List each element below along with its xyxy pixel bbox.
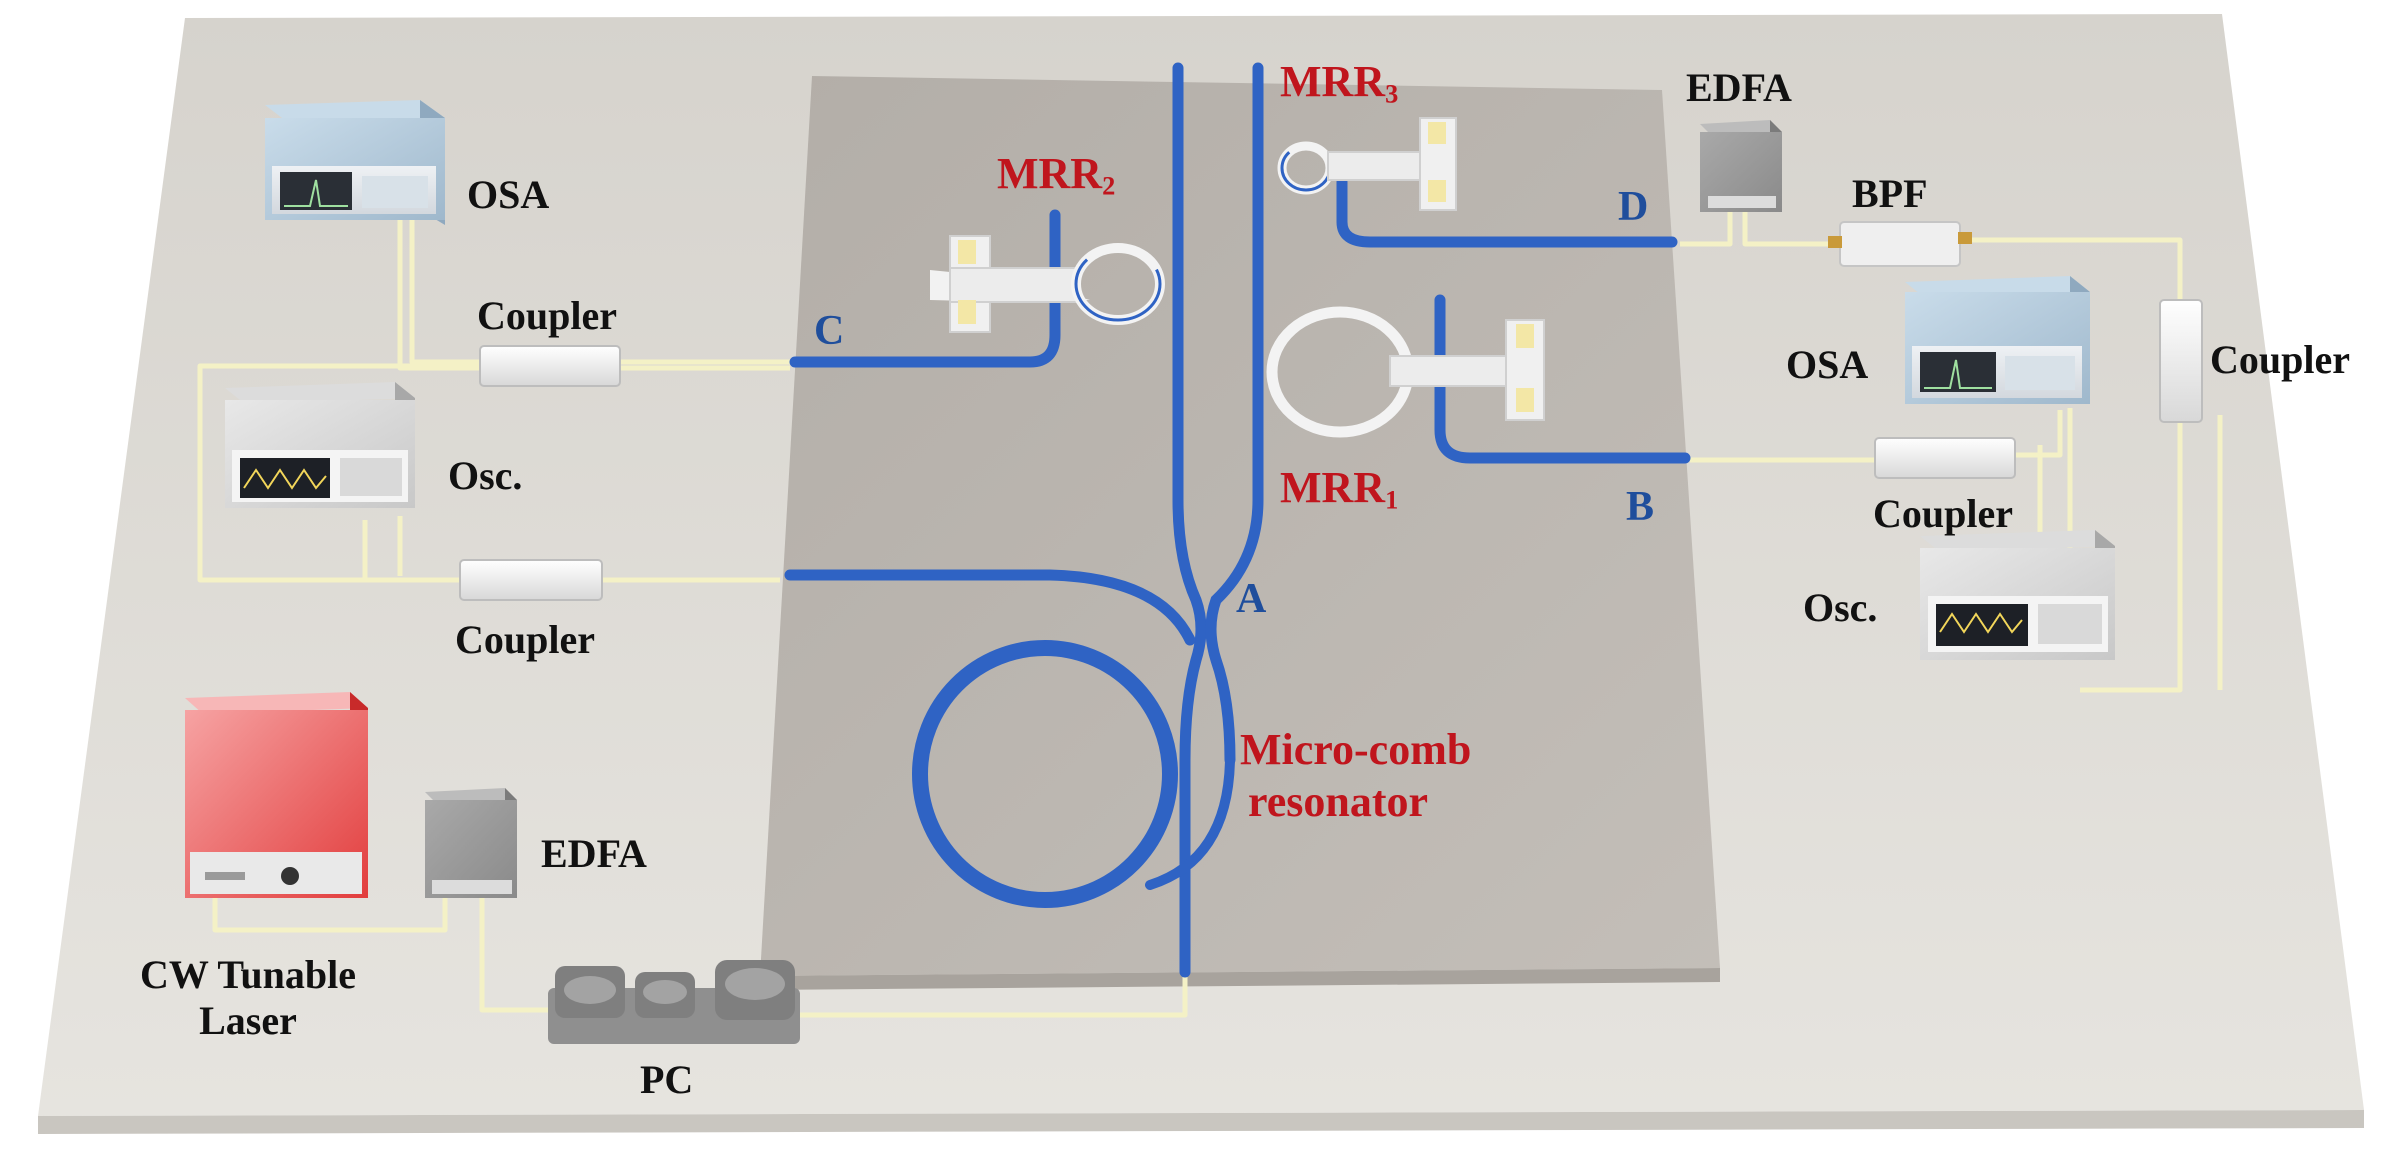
osc-right-label: Osc. (1803, 585, 1878, 630)
mrr1-device (1266, 306, 1545, 438)
coupler-left-lower (459, 559, 603, 601)
mrr2-device (930, 235, 1165, 333)
pc-label: PC (640, 1057, 694, 1102)
mrr3-label: MRR3 (1280, 57, 1398, 107)
mrr2-label-text: MRR (997, 149, 1103, 198)
edfa-right-label: EDFA (1686, 65, 1792, 110)
microcomb-label-line1: Micro-comb (1240, 725, 1472, 774)
waveguides (784, 62, 1691, 978)
coupler-right-vertical (2159, 299, 2203, 423)
coupler-right-horizontal (1874, 437, 2016, 479)
microcomb-label-line2: resonator (1248, 777, 1429, 826)
mrr3-device (1277, 117, 1457, 211)
cw-tunable-laser-label-line1: CW Tunable (139, 952, 357, 997)
mrr1-label: MRR1 (1280, 463, 1398, 513)
cw-tunable-laser-instrument (185, 692, 368, 898)
mrr3-label-text: MRR (1280, 57, 1386, 106)
coupler-left-lower-label: Coupler (455, 617, 595, 662)
cw-tunable-laser-label-line2: Laser (199, 998, 297, 1043)
osc-left-label: Osc. (448, 453, 523, 498)
bpf-label: BPF (1852, 171, 1928, 216)
port-d-label: D (1618, 184, 1649, 230)
coupler-right-vertical-label: Coupler (2210, 337, 2350, 382)
bpf-device (1828, 221, 1972, 267)
edfa-left-label: EDFA (541, 831, 647, 876)
mrr2-label: MRR2 (997, 149, 1115, 199)
osa-right-instrument (1905, 276, 2090, 404)
osa-left-label: OSA (467, 172, 550, 217)
port-b-label: B (1626, 484, 1655, 530)
port-a-label: A (1236, 576, 1267, 622)
polarization-controller (548, 960, 800, 1044)
edfa-right-instrument (1700, 120, 1782, 212)
microcomb-resonator-label: Micro-comb resonator (1240, 728, 1471, 824)
edfa-left-instrument (425, 788, 517, 898)
mrr1-label-text: MRR (1280, 463, 1386, 512)
osa-left-instrument (265, 100, 445, 225)
photonic-chip (760, 76, 1720, 990)
mrr3-label-sub: 3 (1385, 78, 1399, 109)
coupler-right-horizontal-label: Coupler (1873, 491, 2013, 536)
osa-right-label: OSA (1786, 342, 1869, 387)
oscilloscope-right-instrument (1920, 530, 2115, 660)
cw-tunable-laser-label: CW Tunable Laser (128, 955, 368, 1041)
coupler-left-upper-label: Coupler (477, 293, 617, 338)
mrr1-label-sub: 1 (1385, 484, 1399, 515)
port-c-label: C (814, 308, 845, 354)
coupler-left-upper (479, 345, 621, 387)
oscilloscope-left-instrument (225, 382, 415, 508)
mrr2-label-sub: 2 (1102, 170, 1116, 201)
